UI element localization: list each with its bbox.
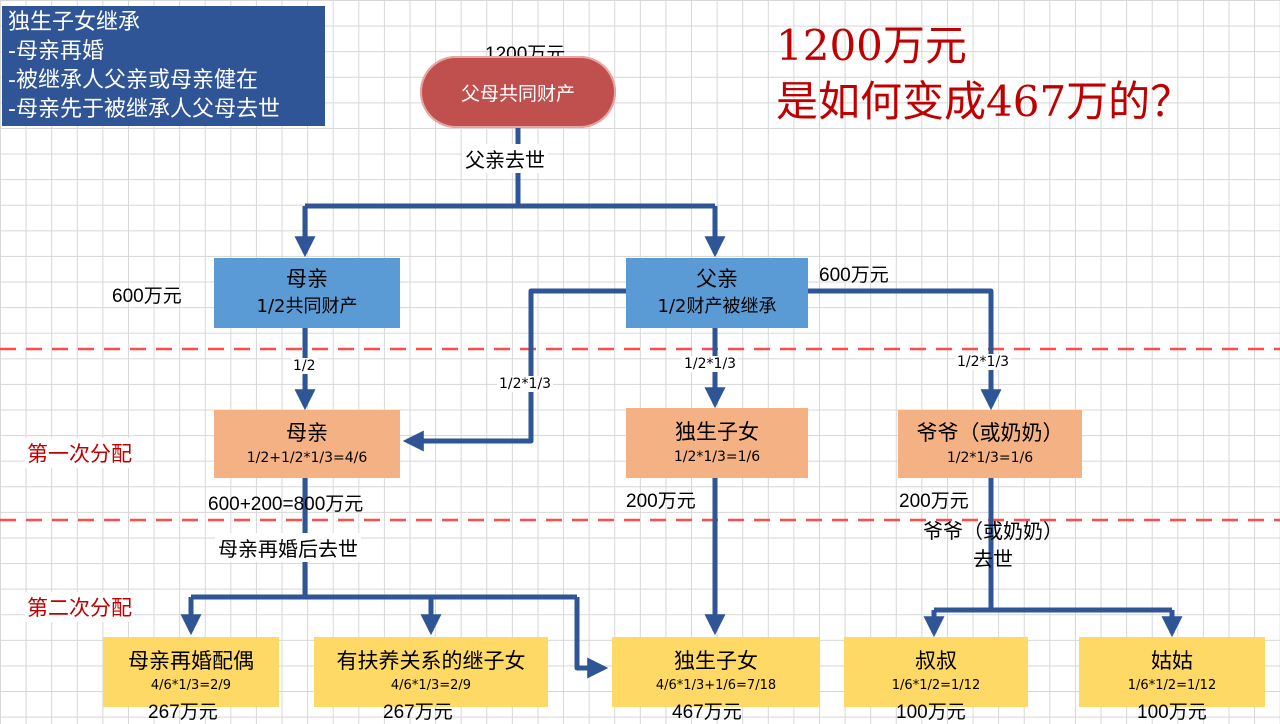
node-formula: 1/6*1/2=1/12 — [1127, 678, 1217, 693]
node-title: 爷爷（或奶奶） — [916, 421, 1064, 445]
scenario-info-box: 独生子女继承 -母亲再婚 -被继承人父亲或母亲健在 -母亲先于被继承人父母去世 — [2, 6, 325, 126]
info-line: -母亲先于被继承人父母去世 — [8, 97, 280, 122]
event-grand-line2: 去世 — [973, 547, 1013, 571]
node-mother-share: 母亲 1/2+1/2*1/3=4/6 — [214, 410, 400, 478]
info-line: -母亲再婚 — [8, 39, 104, 64]
aunt-amount: 100万元 — [1137, 702, 1207, 723]
fraction-to-child: 1/2*1/3 — [682, 356, 739, 372]
node-title: 母亲 — [286, 421, 328, 445]
node-stepparent-spouse: 母亲再婚配偶 4/6*1/3=2/9 — [103, 637, 279, 707]
node-father-half: 父亲 1/2财产被继承 — [626, 258, 808, 328]
fraction-to-mother: 1/2*1/3 — [497, 376, 554, 392]
node-title: 独生子女 — [675, 420, 759, 444]
node-stepchild: 有扶养关系的继子女 4/6*1/3=2/9 — [314, 637, 548, 707]
spouse-amount: 267万元 — [148, 702, 218, 723]
stepchild-amount: 267万元 — [383, 702, 453, 723]
headline-line2: 是如何变成467万的？ — [776, 77, 1193, 126]
only-child-amount: 467万元 — [672, 702, 742, 723]
mother-share-amount: 600+200=800万元 — [208, 494, 364, 515]
node-formula: 1/6*1/2=1/12 — [891, 678, 981, 693]
node-title: 母亲再婚配偶 — [128, 649, 254, 673]
event-grand-line1: 爷爷（或奶奶） — [923, 519, 1063, 543]
node-title: 独生子女 — [674, 649, 758, 673]
node-title: 有扶养关系的继子女 — [336, 649, 526, 673]
node-aunt: 姑姑 1/6*1/2=1/12 — [1079, 637, 1265, 707]
node-formula: 4/6*1/3+1/6=7/18 — [655, 678, 777, 693]
node-formula: 1/2+1/2*1/3=4/6 — [246, 450, 368, 466]
grandparent-share-amount: 200万元 — [899, 491, 969, 512]
fraction-mother: 1/2 — [291, 358, 318, 374]
node-formula: 1/2*1/3=1/6 — [946, 450, 1034, 466]
node-title: 叔叔 — [915, 649, 957, 673]
uncle-amount: 100万元 — [896, 702, 966, 723]
node-child-share: 独生子女 1/2*1/3=1/6 — [626, 408, 808, 478]
round1-label: 第一次分配 — [25, 438, 134, 468]
event-father-died: 父亲去世 — [462, 144, 548, 173]
node-mother-half: 母亲 1/2共同财产 — [214, 258, 400, 328]
event-mother-remarried-died: 母亲再婚后去世 — [215, 533, 361, 562]
node-title: 姑姑 — [1151, 649, 1193, 673]
mother-half-amount: 600万元 — [112, 286, 182, 307]
node-grandparent-share: 爷爷（或奶奶） 1/2*1/3=1/6 — [898, 410, 1082, 478]
headline-line1: 1200万元 — [776, 21, 967, 70]
node-formula: 1/2*1/3=1/6 — [673, 449, 761, 465]
root-node-common-property: 父母共同财产 — [420, 56, 616, 128]
arrow-father-to-mother — [402, 288, 626, 452]
father-half-amount: 600万元 — [819, 265, 889, 286]
child-share-amount: 200万元 — [626, 491, 696, 512]
arrow-mother-to-child — [574, 597, 609, 679]
node-formula: 4/6*1/3=2/9 — [390, 678, 472, 693]
info-title: 独生子女继承 — [8, 10, 141, 35]
node-only-child-final: 独生子女 4/6*1/3+1/6=7/18 — [612, 637, 820, 707]
node-title: 父亲 — [696, 267, 738, 291]
event-grandparent-died: 爷爷（或奶奶） 去世 — [913, 517, 1073, 573]
round2-label: 第二次分配 — [25, 592, 134, 622]
node-formula: 4/6*1/3=2/9 — [150, 678, 232, 693]
node-subtitle: 1/2财产被继承 — [657, 296, 777, 317]
node-title: 母亲 — [286, 267, 328, 291]
node-uncle: 叔叔 1/6*1/2=1/12 — [844, 637, 1028, 707]
info-line: -被继承人父亲或母亲健在 — [8, 68, 258, 93]
headline: 1200万元 是如何变成467万的？ — [776, 18, 1192, 130]
node-subtitle: 1/2共同财产 — [256, 296, 358, 317]
fraction-to-grand: 1/2*1/3 — [955, 354, 1012, 370]
